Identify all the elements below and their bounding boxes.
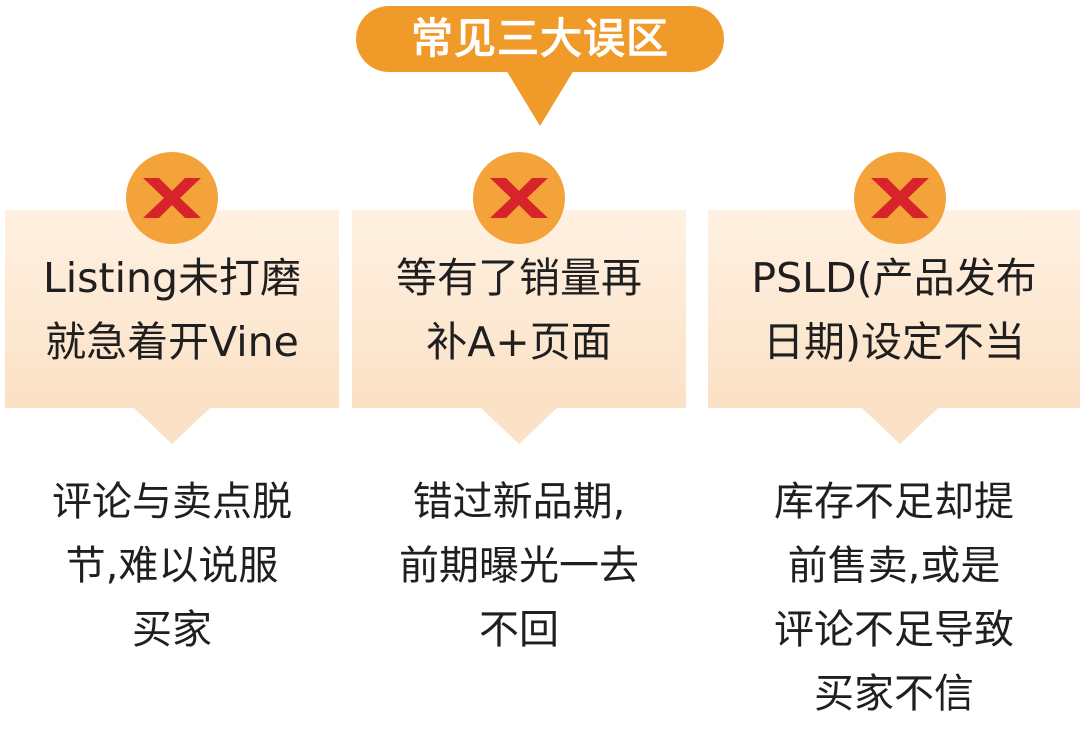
mistake-description: 库存不足却提 前售卖,或是 评论不足导致 买家不信 [774, 479, 1014, 717]
card-pointer [134, 408, 210, 444]
mistake-title: 等有了销量再 补A+页面 [396, 254, 642, 366]
section-title: 常见三大误区 [410, 14, 669, 63]
mistake-description: 评论与卖点脱 节,难以说服 买家 [52, 479, 292, 653]
card-pointer [481, 408, 557, 444]
card-pointer [862, 408, 938, 444]
mistake-description: 错过新品期, 前期曝光一去 不回 [399, 479, 639, 653]
cross-icon [126, 152, 218, 244]
header-pointer [506, 70, 574, 126]
cross-icon [473, 152, 565, 244]
mistake-title: Listing未打磨 就急着开Vine [42, 254, 302, 366]
section-header: 常见三大误区 [356, 6, 724, 72]
mistake-title: PSLD(产品发布 日期)设定不当 [751, 254, 1037, 366]
cross-icon [854, 152, 946, 244]
